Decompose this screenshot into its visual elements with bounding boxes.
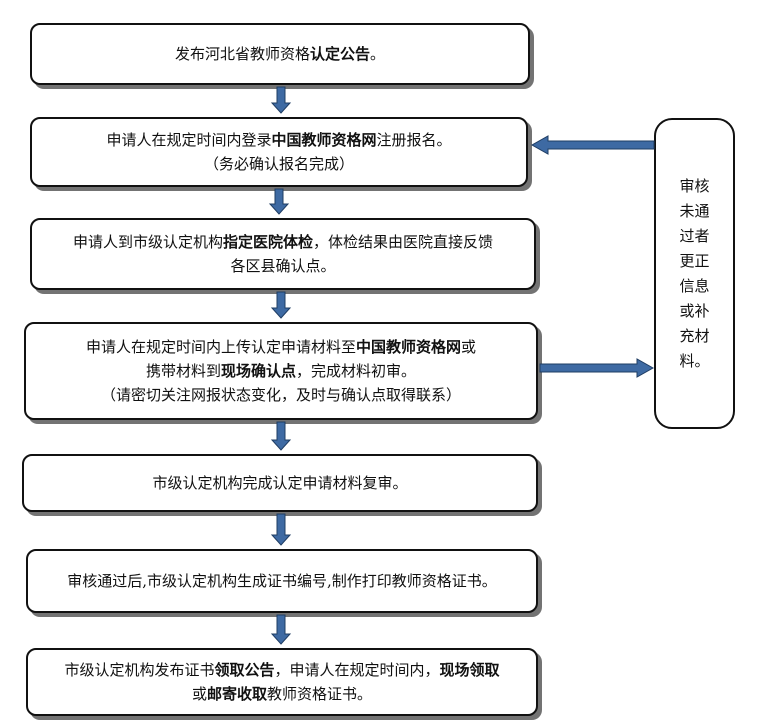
highlight-text: 中国教师资格网 — [355, 338, 461, 356]
step-text: 注册报名。 — [376, 131, 452, 149]
highlight-text: 认定公告 — [309, 45, 370, 63]
step-text: 市级认定机构完成认定申请材料复审。 — [152, 474, 408, 492]
step-text: ，申请人在规定时间内， — [274, 661, 440, 679]
arrow-down-1 — [270, 86, 292, 114]
highlight-text: 现场确认点 — [220, 362, 296, 380]
step-text: 携带材料到 — [145, 362, 221, 380]
step-5-review: 市级认定机构完成认定申请材料复审。 — [22, 454, 538, 512]
step-text: ，体检结果由医院直接反馈 — [313, 233, 494, 251]
step-7-line-1: 市级认定机构发布证书领取公告，申请人在规定时间内，现场领取 — [64, 658, 499, 682]
step-text: 教师资格证书。 — [267, 685, 373, 703]
step-3-line-2: 各区县确认点。 — [230, 254, 335, 278]
arrow-right-to-side-note — [539, 358, 655, 378]
highlight-text: 中国教师资格网 — [271, 131, 377, 149]
step-7-line-2: 或邮寄收取教师资格证书。 — [192, 682, 372, 706]
step-text: 。 — [370, 45, 386, 63]
highlight-text: 指定医院体检 — [222, 233, 313, 251]
step-5-line-1: 市级认定机构完成认定申请材料复审。 — [152, 471, 407, 495]
step-3-line-1: 申请人到市级认定机构指定医院体检，体检结果由医院直接反馈 — [73, 230, 493, 254]
step-text: 申请人到市级认定机构 — [72, 233, 223, 251]
step-7-collect-certificate: 市级认定机构发布证书领取公告，申请人在规定时间内，现场领取或邮寄收取教师资格证书… — [26, 648, 538, 716]
arrow-down-5 — [270, 513, 292, 546]
arrow-down-4 — [270, 421, 292, 451]
step-text: 审核通过后,市级认定机构生成证书编号,制作打印教师资格证书。 — [67, 572, 497, 590]
step-6-line-1: 审核通过后,市级认定机构生成证书编号,制作打印教师资格证书。 — [67, 569, 497, 593]
step-4-line-3: （请密切关注网报状态变化，及时与确认点取得联系） — [101, 383, 461, 407]
arrow-down-3 — [270, 291, 292, 319]
step-4-line-1: 申请人在规定时间内上传认定申请材料至中国教师资格网或 — [86, 335, 476, 359]
step-text: 或 — [191, 685, 207, 703]
arrow-down-6 — [270, 614, 292, 645]
step-text: 市级认定机构发布证书 — [64, 661, 215, 679]
step-2-line-2: （务必确认报名完成） — [204, 152, 354, 176]
step-text: ，完成材料初审。 — [296, 362, 417, 380]
step-text: （务必确认报名完成） — [203, 155, 354, 173]
step-text: 申请人在规定时间内上传认定申请材料至 — [85, 338, 356, 356]
step-1-publish-notice: 发布河北省教师资格认定公告。 — [30, 23, 530, 85]
step-text: （请密切关注网报状态变化，及时与确认点取得联系） — [100, 386, 461, 404]
highlight-text: 领取公告 — [214, 661, 275, 679]
step-text: 发布河北省教师资格 — [174, 45, 310, 63]
highlight-text: 现场领取 — [439, 661, 500, 679]
step-1-line-1: 发布河北省教师资格认定公告。 — [175, 42, 385, 66]
side-note-box: 审核未通过者更正信息或补充材料。 — [654, 118, 735, 429]
step-2-online-registration: 申请人在规定时间内登录中国教师资格网注册报名。 （务必确认报名完成） — [30, 117, 528, 187]
side-note-text: 审核未通过者更正信息或补充材料。 — [679, 176, 710, 370]
highlight-text: 邮寄收取 — [206, 685, 267, 703]
arrow-left-to-step-2 — [530, 135, 655, 155]
step-3-medical-exam: 申请人到市级认定机构指定医院体检，体检结果由医院直接反馈各区县确认点。 — [30, 218, 536, 290]
step-6-generate-certificate: 审核通过后,市级认定机构生成证书编号,制作打印教师资格证书。 — [26, 549, 538, 613]
step-2-line-1: 申请人在规定时间内登录中国教师资格网注册报名。 — [106, 128, 451, 152]
step-4-upload-materials: 申请人在规定时间内上传认定申请材料至中国教师资格网或携带材料到现场确认点，完成材… — [24, 322, 538, 420]
step-text: 申请人在规定时间内登录 — [106, 131, 272, 149]
arrow-down-2 — [268, 188, 290, 215]
step-4-line-2: 携带材料到现场确认点，完成材料初审。 — [146, 359, 416, 383]
step-text: 或 — [461, 338, 477, 356]
step-text: 各区县确认点。 — [230, 257, 336, 275]
